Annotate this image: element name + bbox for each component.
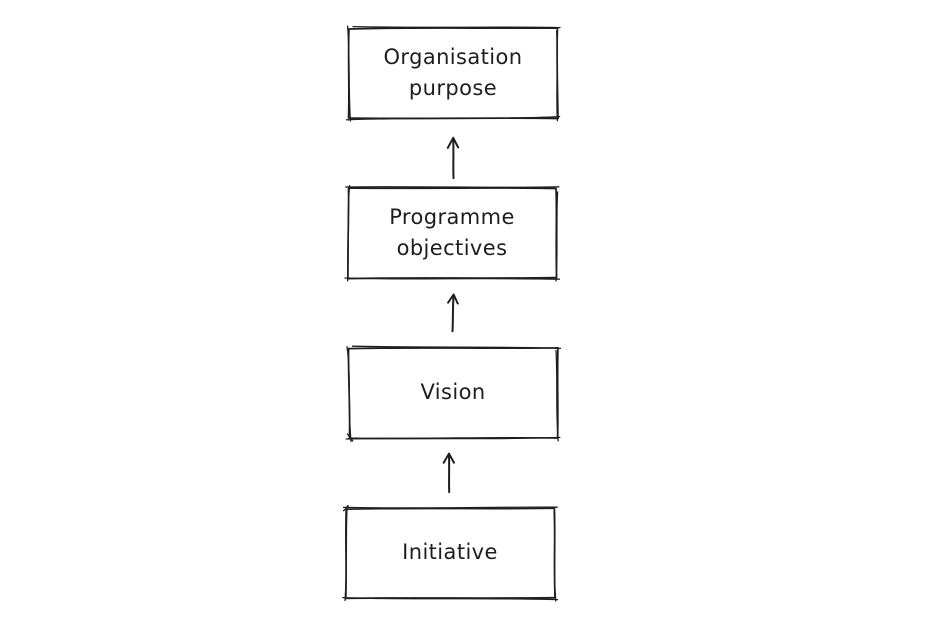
node-programme-objectives: Programme objectives <box>344 184 560 282</box>
arrow-up-icon <box>437 449 461 495</box>
arrow-up-icon <box>441 290 465 334</box>
node-label-organisation-purpose: Organisation purpose <box>383 44 523 101</box>
node-label-programme-objectives: Programme objectives <box>389 204 515 261</box>
node-label-vision: Vision <box>420 380 486 405</box>
sketch-box-border <box>344 184 560 282</box>
sketch-box-border <box>345 25 561 122</box>
node-vision: Vision <box>345 344 561 442</box>
node-label-initiative: Initiative <box>402 540 498 565</box>
arrow-up-icon <box>441 133 465 181</box>
node-organisation-purpose: Organisation purpose <box>345 24 561 122</box>
node-initiative: Initiative <box>342 504 558 602</box>
sketch-box-border <box>345 345 561 442</box>
sketch-box-border <box>342 505 558 602</box>
